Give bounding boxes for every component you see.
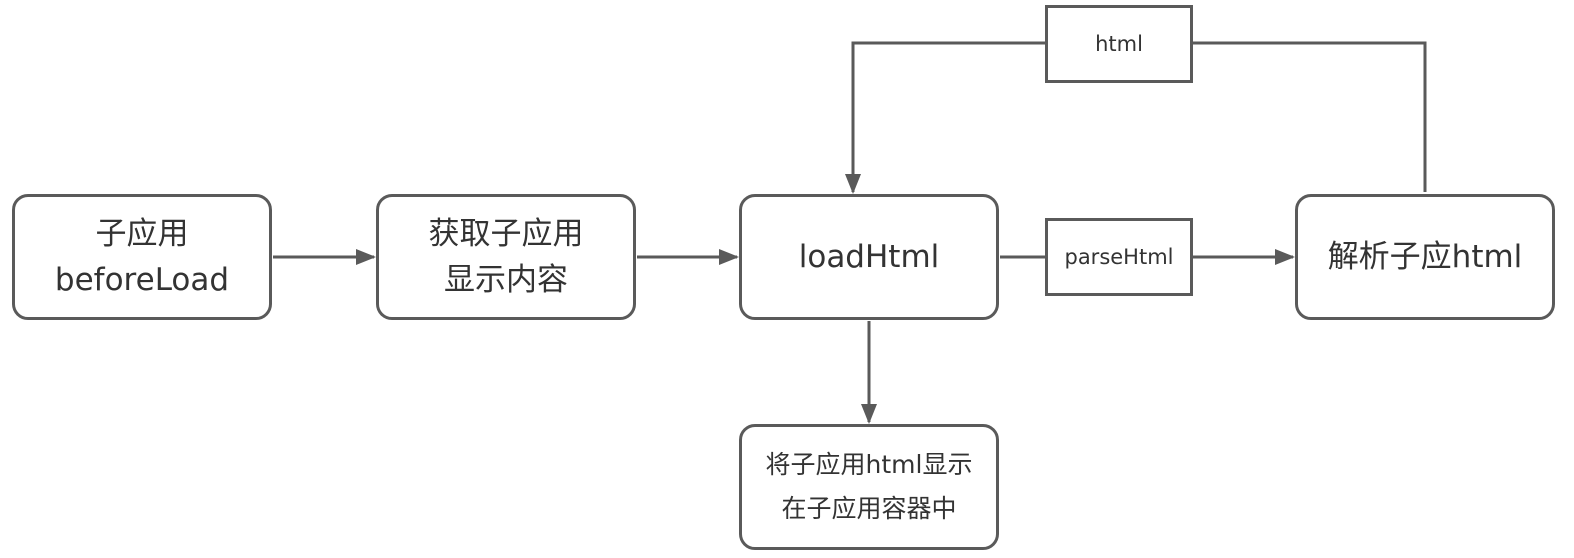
node-load-html: loadHtml: [739, 194, 999, 320]
node-before-load: 子应用 beforeLoad: [12, 194, 272, 320]
node-fetch-line1: 获取子应用: [428, 216, 584, 252]
edge-label-html-text: html: [1095, 32, 1143, 56]
node-display-html: 将子应用html显示 在子应用容器中: [739, 424, 999, 550]
edge-label-parse-html: parseHtml: [1045, 218, 1193, 296]
node-display-line1: 将子应用html显示: [765, 450, 973, 479]
edge-label-html: html: [1045, 5, 1193, 83]
node-fetch-line2: 显示内容: [444, 262, 568, 298]
node-load-html-label: loadHtml: [798, 239, 940, 275]
node-before-load-line2: beforeLoad: [54, 262, 230, 298]
node-fetch-content: 获取子应用 显示内容: [376, 194, 636, 320]
node-before-load-line1: 子应用: [95, 216, 189, 252]
node-display-line2: 在子应用容器中: [781, 494, 957, 523]
node-parse-label: 解析子应html: [1327, 239, 1523, 275]
edge-label-parse-html-text: parseHtml: [1064, 245, 1174, 269]
node-parse-html: 解析子应html: [1295, 194, 1555, 320]
